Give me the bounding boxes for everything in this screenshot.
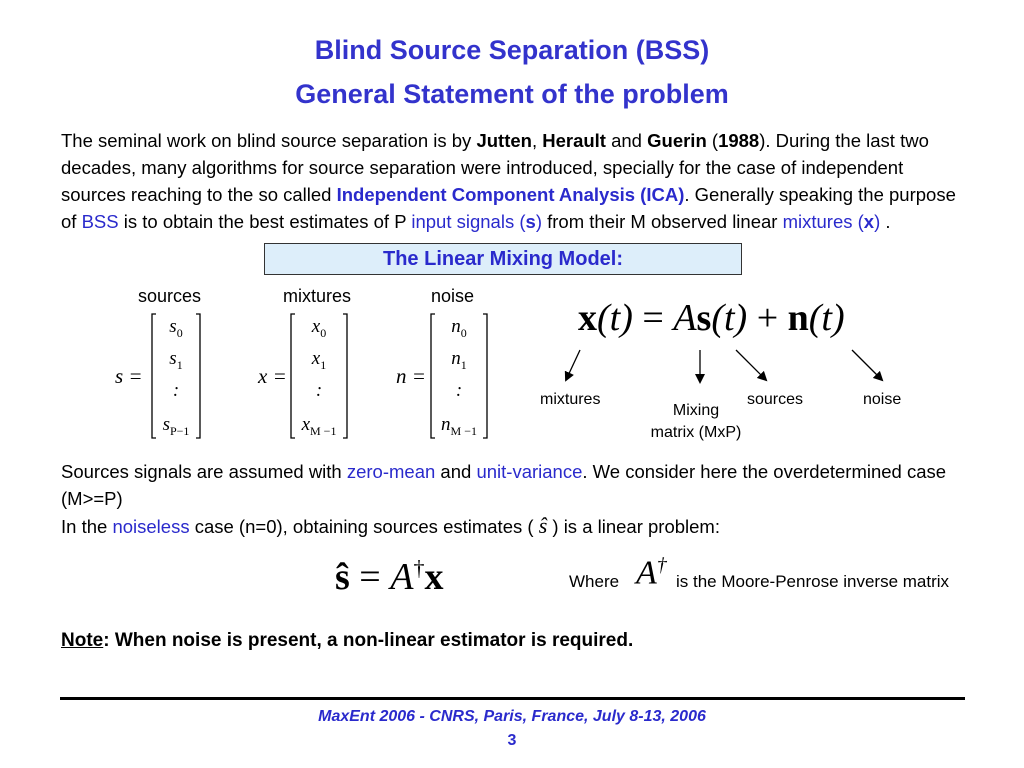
mixtures-entry-1: x1 (311, 348, 327, 372)
year: 1988 (718, 130, 760, 151)
linear-mixing-model-header: The Linear Mixing Model: (264, 243, 742, 275)
mixtures-term: mixtures (x) (782, 211, 881, 232)
estimator-equation: ŝ = A†x (335, 555, 444, 598)
noise-matrix: n = n0 n1 : nM −1 (393, 310, 493, 442)
sources-entry-dots: : (172, 380, 180, 401)
noiseless-term: noiseless (112, 516, 190, 537)
author-herault: Herault (542, 130, 606, 151)
noise-entry-1: n1 (451, 348, 467, 372)
slide-title-line1: Blind Source Separation (BSS) (314, 35, 710, 65)
sources-matrix: s = s0 s1 : sP−1 (110, 310, 205, 442)
noise-entry-dots: : (455, 380, 463, 401)
mixtures-matrix: x = x0 x1 : xM −1 (253, 310, 353, 442)
where-label: Where (569, 572, 620, 591)
ica-term: Independent Component Analysis (ICA) (336, 184, 685, 205)
intro-paragraph: The seminal work on blind source separat… (61, 130, 956, 232)
input-signals-term: input signals (s) (411, 211, 542, 232)
moore-penrose-description: is the Moore-Penrose inverse matrix (676, 572, 950, 591)
sources-matrix-brackets (151, 313, 201, 439)
page-number: 3 (507, 732, 517, 749)
sources-entry-last: sP−1 (162, 414, 190, 438)
equation-label-mixing-matrix: Mixing matrix (MxP) (650, 402, 742, 441)
note-line: Note: When noise is present, a non-linea… (61, 630, 634, 651)
noise-label: noise (431, 286, 475, 306)
author-guerin: Guerin (647, 130, 707, 151)
noise-entry-0: n0 (451, 316, 467, 340)
assumptions-paragraph: Sources signals are assumed with zero-me… (61, 461, 947, 538)
slide-title-line2: General Statement of the problem (295, 79, 729, 109)
sources-label: sources (138, 286, 202, 306)
bss-term: BSS (81, 211, 119, 232)
footer-conference: MaxEnt 2006 - CNRS, Paris, France, July … (318, 708, 706, 725)
mixtures-matrix-brackets (290, 313, 348, 439)
equation-label-noise: noise (863, 391, 902, 408)
mixtures-entry-dots: : (315, 380, 323, 401)
equation-arrows (564, 349, 884, 384)
s-hat-inline: ŝ (538, 513, 548, 538)
mixing-equation: x(t) = As(t) + n(t) (578, 297, 845, 339)
sources-entry-1: s1 (169, 348, 183, 372)
noise-entry-last: nM −1 (441, 414, 477, 438)
unit-variance-term: unit-variance (476, 461, 583, 482)
moore-penrose-symbol: A† (636, 554, 667, 592)
mixtures-entry-0: x0 (311, 316, 327, 340)
zero-mean-term: zero-mean (346, 461, 436, 482)
equation-label-sources: sources (747, 391, 804, 408)
mixtures-entry-last: xM −1 (301, 414, 337, 438)
sources-entry-0: s0 (169, 316, 183, 340)
noise-matrix-brackets (430, 313, 488, 439)
footer-rule (60, 697, 965, 700)
equation-label-mixtures: mixtures (540, 391, 601, 408)
author-jutten: Jutten (476, 130, 532, 151)
mixtures-label: mixtures (283, 286, 352, 306)
